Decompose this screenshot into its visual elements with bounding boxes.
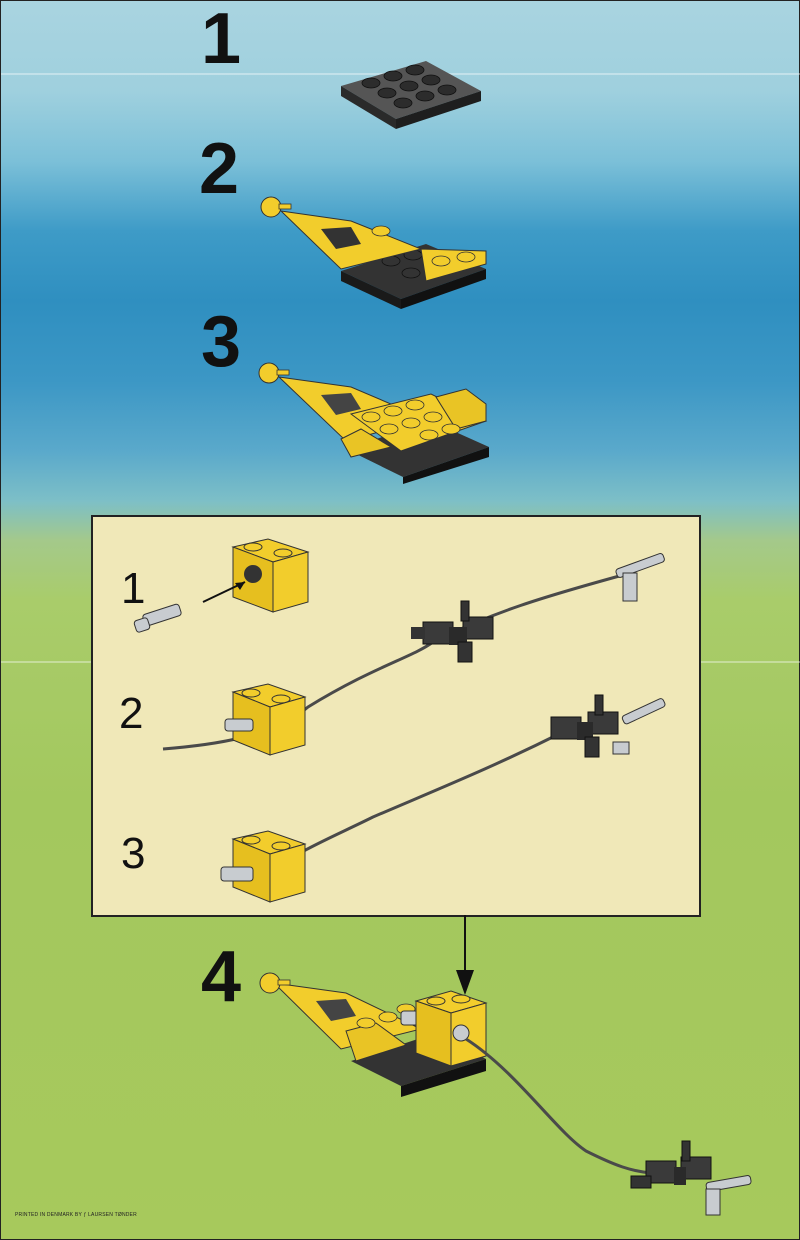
sub-step-1-number: 1 (121, 564, 146, 613)
sub-step-3-dark-connector (550, 694, 630, 758)
printer-logo-icon: ƒ (83, 1212, 87, 1218)
step-3-yellow-arm-assembly (258, 362, 489, 484)
step-1-number: 1 (201, 0, 242, 79)
step-4-number: 4 (201, 937, 242, 1017)
sub-assembly-panel: 1 2 3 (91, 515, 701, 917)
printer-credit: PRINTED IN DENMARK BY ƒ LAURSEN TØNDER (15, 1212, 137, 1218)
sub-step-2-brick-string (162, 553, 665, 756)
step-4-dark-connector (630, 1140, 752, 1216)
sub-step-2-dark-connector (411, 600, 494, 663)
step-4-final-assembly (259, 972, 752, 1216)
sub-step-1-pin-and-brick (133, 538, 310, 633)
down-arrow (456, 915, 474, 995)
sub-step-2-number: 2 (119, 689, 144, 738)
printed-in-text: PRINTED IN DENMARK BY (15, 1212, 82, 1218)
sub-step-2-grey-tool (615, 553, 665, 602)
step-2-number: 2 (199, 129, 240, 209)
sub-assembly-illustration (133, 538, 666, 903)
printer-name: LAURSEN TØNDER (88, 1212, 137, 1218)
step-3-number: 3 (201, 302, 242, 382)
step-2-yellow-arm-assembly (260, 196, 487, 309)
sub-step-3-number: 3 (121, 829, 146, 878)
step-1-dark-plate (341, 61, 481, 129)
sub-step-3-brick-string (220, 694, 666, 903)
